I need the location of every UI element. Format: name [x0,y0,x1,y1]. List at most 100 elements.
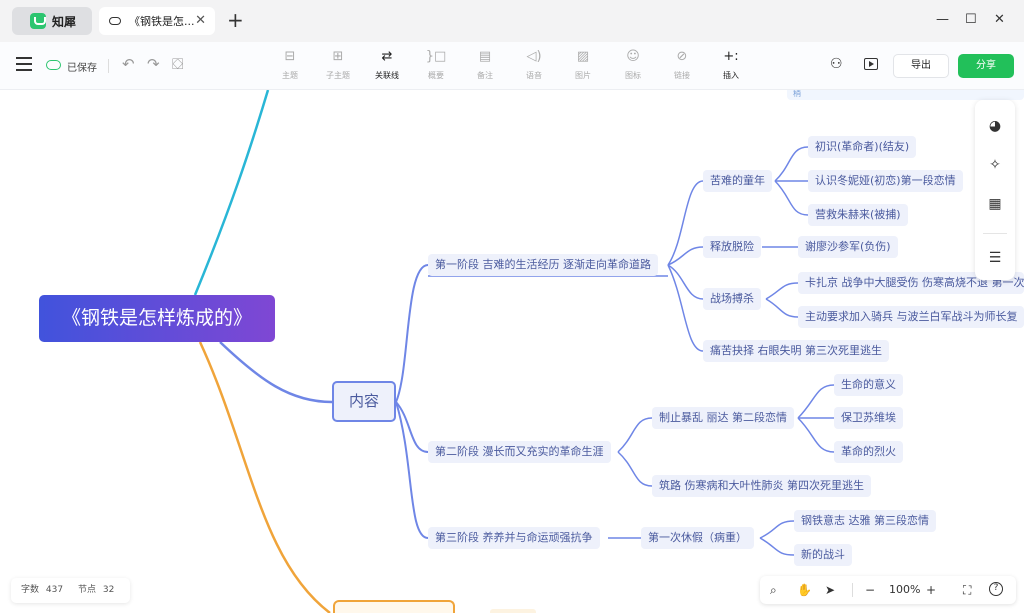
tool-insert[interactable]: +: 插入 [711,48,751,81]
root-node[interactable]: 《钢铁是怎样炼成的》 [39,295,275,342]
maximize-button[interactable]: ☐ [965,12,977,27]
insert-icon: +: [723,49,739,64]
leave-item-2[interactable]: 新的战斗 [794,544,852,566]
painful-choice-node[interactable]: 痛苦抉择 右眼失明 第三次死里逃生 [703,340,889,362]
zoom-in-button[interactable]: + [926,583,937,597]
sparkle-icon[interactable]: ✧ [989,157,1001,173]
riot-item-1[interactable]: 生命的意义 [834,374,903,396]
riot-node[interactable]: 制止暴乱 丽达 第二段恋情 [652,407,794,429]
zoom-toolbar: ⌕ ✋ ➤ − 100% + ⛶ ? [760,576,1016,604]
tool-label: 备注 [477,71,493,80]
saved-status: 已保存 [67,63,97,74]
connector-stage1-battle [667,264,704,300]
mindmap-connectors [193,90,835,613]
riot-item-3[interactable]: 革命的烈火 [834,441,903,463]
tool-summary[interactable]: }□ 概要 [416,48,456,81]
document-tab[interactable]: 《钢铁是怎... ✕ [99,7,215,35]
childhood-node[interactable]: 苦难的童年 [703,170,772,192]
fullscreen-icon[interactable]: ⛶ [963,583,972,597]
tool-label: 插入 [723,71,739,80]
help-button[interactable]: ? [989,582,1003,596]
zoom-level[interactable]: 100% [889,583,921,596]
tab-close-icon[interactable]: ✕ [195,13,206,28]
tool-label: 图片 [575,71,591,80]
connector-riot-3 [797,417,835,453]
connector-stage1-painful [667,264,704,352]
tool-relation-line[interactable]: ⇄ 关联线 [367,48,407,81]
document-stats: 字数 437 节点 32 [11,578,130,603]
stage1-node[interactable]: 第一阶段 吉难的生活经历 逐渐走向革命道路 [428,254,658,276]
relation-line-icon: ⇄ [381,49,393,64]
redo-icon[interactable]: ↷ [147,55,160,73]
childhood-item-1[interactable]: 初识(革命者)(结友) [808,136,917,158]
tool-link[interactable]: ⊘ 链接 [662,48,702,81]
export-button[interactable]: 导出 [893,54,949,78]
cloud-saved-icon [46,60,61,70]
hand-pan-icon[interactable]: ✋ [797,583,812,597]
orange-branch-child-stub[interactable] [490,609,536,613]
presentation-icon[interactable] [864,58,878,70]
tool-voice[interactable]: ◁) 语音 [514,48,554,81]
connector-leave-2 [759,537,795,556]
battle-item-1[interactable]: 卡扎京 战争中大腿受伤 伤寒高烧不退 第一次 [798,272,1024,294]
emoji-icon: ☺ [626,49,640,64]
right-tool-panel: ◕ ✧ ▦ ☰ [975,100,1015,280]
layout-icon[interactable]: ▦ [988,196,1002,212]
format-painter-icon[interactable]: ⛋ [172,55,184,73]
leave-item-1[interactable]: 钢铁意志 达雅 第三段恋情 [794,510,936,532]
minimize-button[interactable]: — [936,12,949,27]
stage2-node[interactable]: 第二阶段 漫长而又充实的革命生涯 [428,441,611,463]
app-home-tab[interactable]: 知犀 [12,7,92,35]
word-count-label: 字数 [21,585,40,595]
document-tab-title: 《钢铁是怎... [129,15,195,28]
share-button[interactable]: 分享 [958,54,1014,78]
battle-node[interactable]: 战场搏杀 [703,288,761,310]
mindmap-canvas[interactable]: 稍 《钢铁是怎样炼成的》 内容 第一阶段 吉难的生活经历 逐渐走向革命道路 苦难… [0,90,1024,613]
escape-item[interactable]: 谢廖沙参军(负伤) [798,236,898,258]
childhood-item-2[interactable]: 认识冬妮娅(初恋)第一段恋情 [808,170,963,192]
connector-riot-1 [797,384,835,419]
offscreen-node-fragment[interactable]: 稍 [787,90,1024,100]
toolbar-divider [108,59,109,73]
note-icon: ▤ [478,49,492,64]
tool-label: 语音 [526,71,542,80]
collaborators-icon[interactable]: ⚇ [830,56,843,72]
zoom-out-button[interactable]: − [865,583,876,597]
childhood-item-3[interactable]: 营救朱赫来(被捕) [808,204,908,226]
search-icon[interactable]: ⌕ [770,583,777,597]
undo-icon[interactable]: ↶ [122,55,135,73]
road-node[interactable]: 筑路 伤寒病和大叶性肺炎 第四次死里逃生 [652,475,871,497]
tool-label: 链接 [674,71,690,80]
connector-content-stage1 [395,264,429,403]
tool-label: 关联线 [375,71,399,80]
palette-icon[interactable]: ◕ [988,118,1002,134]
cloud-icon [109,17,121,25]
connector-orange [198,341,331,613]
tool-topic[interactable]: ⊟ 主题 [270,48,310,81]
tool-note[interactable]: ▤ 备注 [465,48,505,81]
tool-subtopic[interactable]: ⊞ 子主题 [318,48,358,81]
tool-label: 图标 [625,71,641,80]
connector-stage2-road [617,451,653,487]
content-node[interactable]: 内容 [332,381,396,422]
tool-image[interactable]: ▨ 图片 [563,48,603,81]
node-count-label: 节点 [77,585,96,595]
leave-node[interactable]: 第一次休假（病重） [641,527,754,549]
connector-battle-2 [765,298,799,318]
outline-list-icon[interactable]: ☰ [988,250,1002,266]
window-close-button[interactable]: ✕ [994,12,1005,27]
app-name: 知犀 [52,14,77,29]
menu-icon[interactable] [16,57,32,71]
riot-item-2[interactable]: 保卫苏维埃 [834,407,903,429]
escape-node[interactable]: 释放脱险 [703,236,761,258]
tool-icon[interactable]: ☺ 图标 [613,48,653,81]
battle-item-2[interactable]: 主动要求加入骑兵 与波兰白军战斗为师长复 [798,306,1024,328]
connector-content-stage3 [395,401,429,539]
zoom-divider [852,583,853,597]
image-icon: ▨ [576,49,590,64]
pointer-icon[interactable]: ➤ [825,583,836,597]
new-tab-button[interactable]: + [227,8,244,32]
stage3-node[interactable]: 第三阶段 养养并与命运顽强抗争 [428,527,600,549]
orange-branch-node[interactable] [333,600,455,613]
connector-cyan [193,90,270,296]
